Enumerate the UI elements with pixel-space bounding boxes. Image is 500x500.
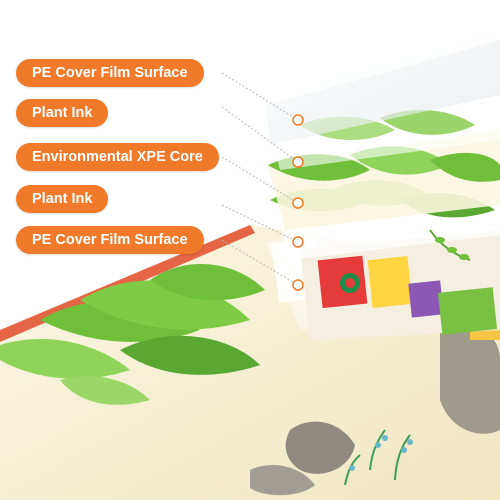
marker-5 (292, 279, 304, 291)
mat-leaves (0, 263, 265, 405)
marker-1 (292, 114, 304, 126)
layer-markers (292, 114, 304, 291)
marker-3 (292, 197, 304, 209)
label-plant-ink-top: Plant Ink (16, 99, 109, 127)
label-plant-ink-bottom: Plant Ink (16, 185, 109, 213)
label-environmental-xpe-core: Environmental XPE Core (16, 143, 219, 171)
label-pe-cover-film-top: PE Cover Film Surface (16, 59, 204, 87)
label-pe-cover-film-bottom: PE Cover Film Surface (16, 226, 204, 254)
marker-2 (292, 156, 304, 168)
puzzle-strip (300, 230, 500, 340)
leader-lines (221, 72, 299, 286)
marker-4 (292, 236, 304, 248)
film-layer-top (265, 30, 500, 145)
